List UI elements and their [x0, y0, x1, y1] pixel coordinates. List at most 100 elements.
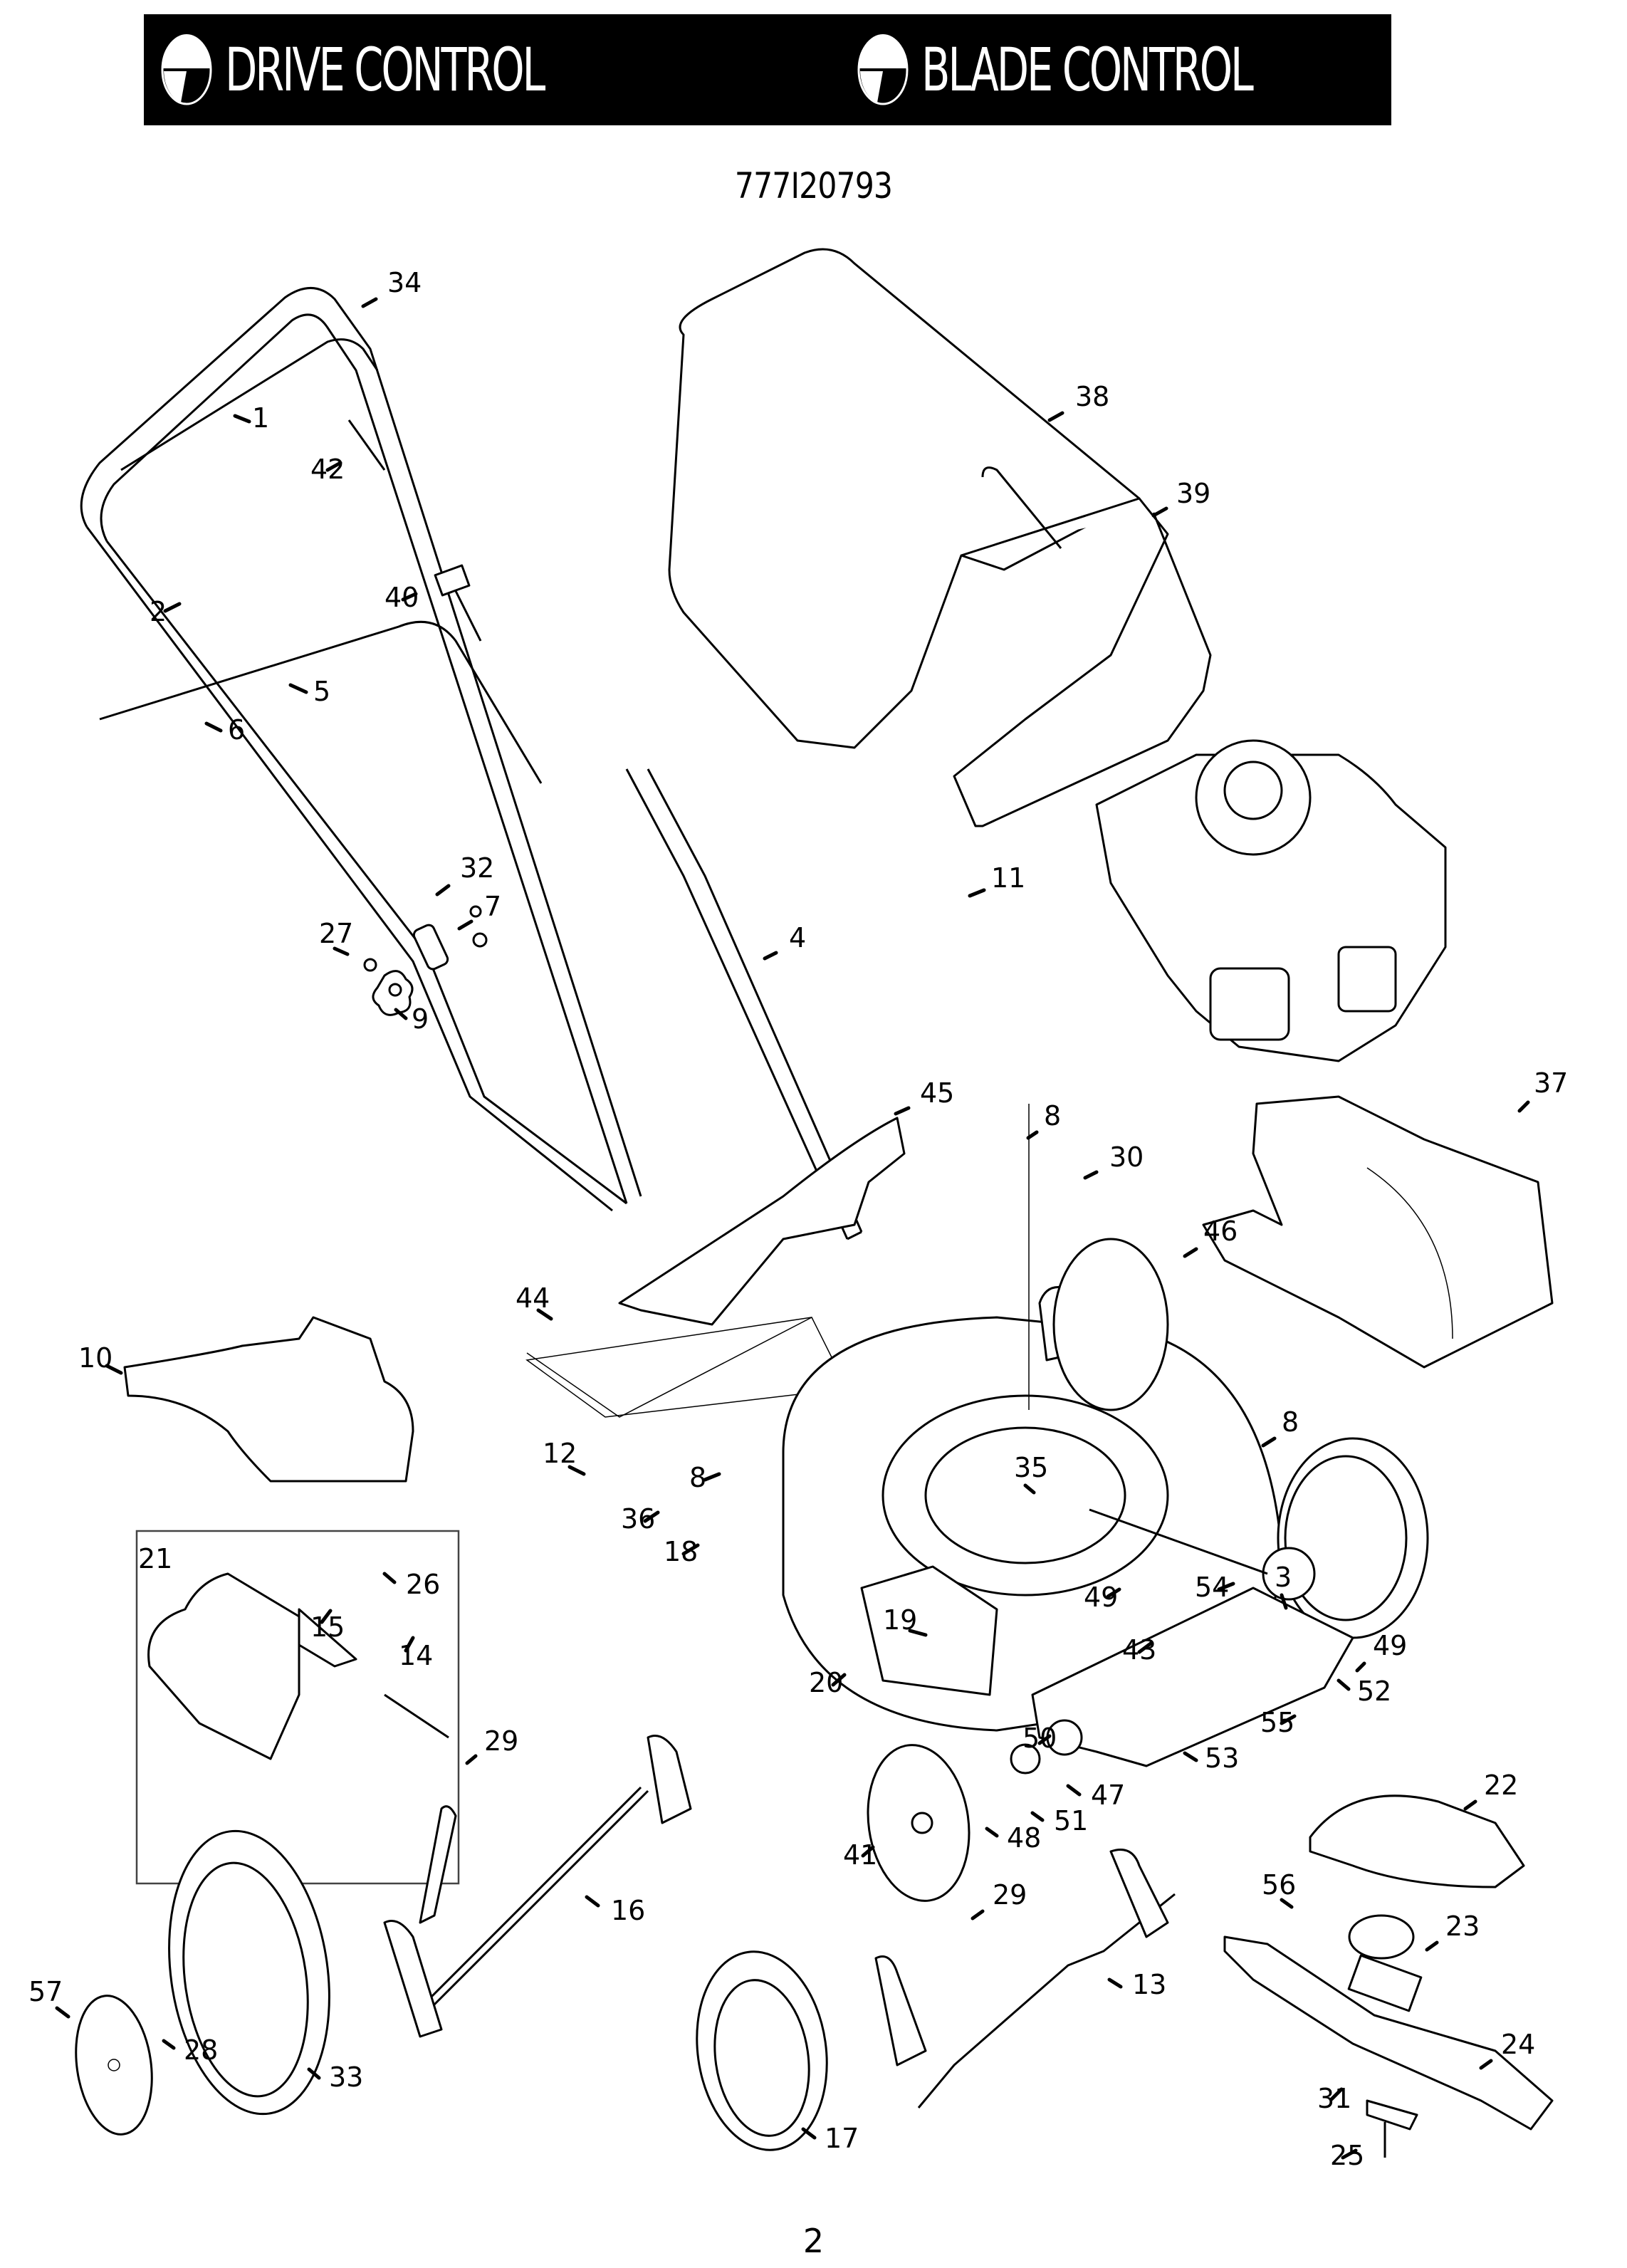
- callout-17: 17: [801, 2123, 859, 2154]
- callout-leader-line: [233, 414, 251, 424]
- callout-21: 21: [138, 1543, 172, 1574]
- callout-number: 14: [399, 1640, 433, 1671]
- callout-leader-line: [162, 2039, 176, 2050]
- callout-leader-line: [763, 951, 778, 961]
- callout-29: 29: [465, 1725, 518, 1765]
- callout-number: 29: [484, 1725, 518, 1757]
- callout-45: 45: [894, 1077, 954, 1116]
- callout-leader-line: [703, 1472, 721, 1482]
- callout-number: 22: [1484, 1770, 1518, 1801]
- callout-leader-line: [681, 1543, 700, 1556]
- callout-4: 4: [763, 922, 806, 961]
- callout-29: 29: [971, 1879, 1027, 1921]
- callout-43: 43: [1122, 1634, 1156, 1666]
- callout-leader-line: [536, 1308, 553, 1321]
- callout-number: 24: [1501, 2029, 1535, 2060]
- callout-leader-line: [457, 919, 474, 931]
- callout-23: 23: [1425, 1911, 1480, 1952]
- callout-3: 3: [1275, 1562, 1292, 1610]
- callout-leader-line: [1280, 1714, 1297, 1725]
- callout-13: 13: [1107, 1969, 1166, 2000]
- callout-12: 12: [543, 1438, 586, 1476]
- callout-number: 47: [1091, 1780, 1125, 1811]
- callout-33: 33: [307, 2061, 363, 2093]
- discharge-door-drawing: [147, 1572, 449, 1760]
- callout-number: 42: [310, 454, 345, 485]
- callout-number: 23: [1445, 1911, 1480, 1942]
- callout-leader-line: [1341, 2148, 1358, 2160]
- callout-38: 38: [1047, 381, 1109, 422]
- callout-number: 31: [1317, 2083, 1351, 2114]
- callout-leader-line: [1183, 1751, 1198, 1762]
- callout-leader-line: [361, 297, 378, 308]
- callout-14: 14: [399, 1636, 433, 1671]
- drive-control-half-circle-icon: [161, 34, 212, 105]
- assembly-line: [526, 1317, 812, 1418]
- callout-leader-line: [1280, 1593, 1288, 1610]
- callout-16: 16: [585, 1895, 645, 1926]
- callout-8: 8: [1026, 1100, 1061, 1140]
- callout-31: 31: [1317, 2083, 1351, 2114]
- callout-37: 37: [1517, 1067, 1568, 1113]
- callout-leader-line: [163, 602, 182, 613]
- blade-drawing: [1223, 1935, 1554, 2158]
- callout-11: 11: [968, 862, 1025, 898]
- callout-53: 53: [1183, 1742, 1239, 1774]
- callout-49: 49: [1084, 1582, 1121, 1613]
- callout-5: 5: [288, 676, 330, 707]
- callout-number: 2: [150, 596, 167, 627]
- callout-leader-line: [320, 1609, 333, 1624]
- engine-drawing: [1095, 739, 1447, 1062]
- handle-knob-drawing: [363, 905, 488, 1016]
- header-banner: DRIVE CONTROL BLADE CONTROL: [144, 14, 1391, 125]
- callout-39: 39: [1151, 478, 1210, 518]
- callout-47: 47: [1066, 1780, 1125, 1811]
- rear-axle-drawing: [383, 1735, 692, 2038]
- callout-leader-line: [567, 1465, 586, 1476]
- callout-number: 1: [252, 402, 269, 434]
- callout-36: 36: [621, 1503, 660, 1535]
- model-number: 777I20793: [734, 165, 893, 207]
- callout-30: 30: [1083, 1141, 1144, 1180]
- callout-number: 33: [329, 2061, 363, 2093]
- blade-adapter-drawing: [1347, 1914, 1423, 2012]
- callout-number: 34: [387, 267, 422, 298]
- callout-leader-line: [908, 1629, 928, 1637]
- callout-10: 10: [78, 1342, 123, 1375]
- callout-number: 13: [1132, 1969, 1166, 2000]
- callout-50: 50: [1022, 1723, 1057, 1754]
- callout-leader-line: [643, 1510, 660, 1523]
- belt-cover-drawing: [1202, 1095, 1554, 1369]
- callout-leader-line: [55, 2006, 70, 2019]
- callout-leader-line: [307, 2067, 321, 2080]
- callout-number: 41: [843, 1839, 877, 1871]
- callout-number: 5: [313, 676, 330, 707]
- callout-leader-line: [801, 2127, 817, 2140]
- callout-leader-line: [985, 1827, 999, 1838]
- callout-number: 39: [1176, 478, 1210, 509]
- callout-labels: 1234567888910111213141516171819202122232…: [28, 267, 1568, 2171]
- callout-leader-line: [971, 1909, 985, 1921]
- callout-number: 57: [28, 1976, 63, 2007]
- front-axle-drawing: [874, 1849, 1176, 2108]
- callout-number: 16: [611, 1895, 645, 1926]
- callout-15: 15: [310, 1609, 345, 1643]
- callout-49: 49: [1355, 1630, 1407, 1673]
- callout-6: 6: [204, 714, 245, 746]
- callout-leader-line: [1026, 1130, 1039, 1140]
- callout-19: 19: [883, 1604, 928, 1637]
- callout-leader-line: [1151, 506, 1168, 518]
- callout-number: 25: [1330, 2140, 1364, 2171]
- callout-32: 32: [435, 852, 494, 897]
- callout-leader-line: [105, 1364, 123, 1375]
- callout-leader-line: [1280, 1898, 1294, 1909]
- callout-leader-line: [1030, 1811, 1045, 1822]
- callout-51: 51: [1030, 1805, 1088, 1836]
- page-number: 2: [802, 2222, 825, 2260]
- callout-leader-line: [1107, 1977, 1123, 1989]
- callout-8: 8: [1261, 1406, 1299, 1448]
- callout-20: 20: [809, 1667, 847, 1698]
- callout-leader-line: [325, 461, 342, 472]
- callout-leader-line: [1217, 1582, 1235, 1592]
- callout-number: 46: [1203, 1216, 1238, 1247]
